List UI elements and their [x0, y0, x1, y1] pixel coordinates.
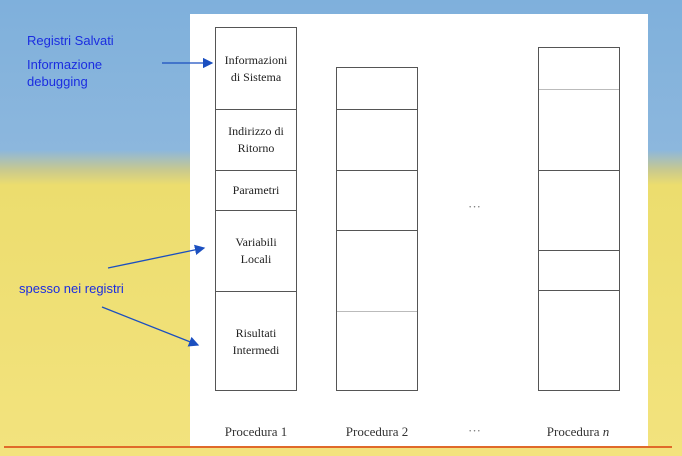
- bottom-rule: [4, 446, 672, 448]
- label-procedura-2: Procedura 2: [345, 424, 409, 439]
- cell-empty: [337, 230, 417, 311]
- label-procedura-n: Procedura n: [546, 424, 610, 439]
- cell-empty: [337, 311, 417, 391]
- stack-column-procedura-2: [336, 67, 418, 391]
- label-procedura-1: Procedura 1: [224, 424, 288, 439]
- cell-empty: [539, 290, 619, 391]
- cell-empty: [539, 250, 619, 290]
- annotation-informazione-debugging-line1: Informazione: [27, 57, 103, 72]
- annotation-informazione-debugging-line2: debugging: [27, 74, 88, 89]
- arrow-to-variabili: [107, 244, 206, 269]
- arrow-to-risultati: [101, 306, 200, 347]
- cell-empty: [539, 170, 619, 250]
- stack-column-procedura-n: [538, 47, 620, 391]
- cell-parametri: Parametri: [216, 170, 296, 210]
- ellipsis-bottom: ···: [468, 423, 481, 438]
- cell-empty: [539, 89, 619, 170]
- cell-empty: [337, 109, 417, 170]
- ellipsis-middle: ···: [468, 199, 481, 214]
- annotation-spesso-nei-registri: spesso nei registri: [19, 281, 124, 296]
- cell-empty: [337, 170, 417, 230]
- annotation-registri-salvati: Registri Salvati: [27, 33, 114, 48]
